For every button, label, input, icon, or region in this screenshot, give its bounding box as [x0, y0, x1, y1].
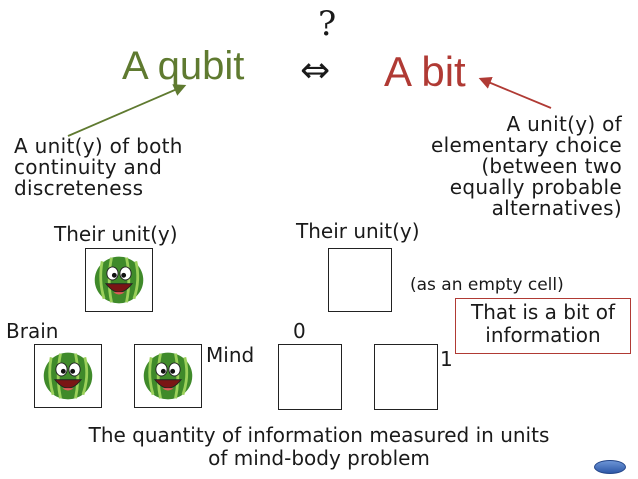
brain-label: Brain — [6, 319, 59, 343]
bit-description-line: elementary choice — [430, 133, 622, 157]
qubit-arrow — [67, 84, 187, 137]
equivalence-icon: ⇔ — [300, 50, 331, 91]
zero-label: 0 — [293, 319, 306, 343]
one-label: 1 — [440, 347, 453, 371]
qubit-description-line: discreteness — [14, 176, 144, 200]
footer-line: of mind-body problem — [208, 446, 430, 470]
bit-description-line: alternatives) — [491, 196, 622, 220]
footer-line: The quantity of information measured in … — [88, 423, 550, 447]
qubit-unity-label: Their unit(y) — [54, 222, 178, 246]
bit-description-line: A unit(y) of — [506, 112, 622, 136]
one-empty-cell — [374, 344, 438, 410]
bit-description: A unit(y) of elementary choice (between … — [431, 114, 622, 219]
bit-title: A bit — [384, 48, 466, 95]
qubit-description-line: continuity and — [14, 155, 163, 179]
qubit-description: A unit(y) of both continuity and discret… — [14, 136, 183, 199]
qubit-description-line: A unit(y) of both — [14, 134, 183, 158]
brain-watermelon-cell — [34, 344, 102, 408]
unity-watermelon-cell — [85, 248, 153, 312]
watermelon-icon — [94, 256, 144, 304]
nav-button-icon[interactable] — [594, 460, 626, 474]
unity-empty-cell — [328, 248, 392, 312]
mind-watermelon-cell — [134, 344, 202, 408]
footer-caption: The quantity of information measured in … — [0, 424, 638, 470]
empty-cell-note: (as an empty cell) — [410, 275, 564, 295]
watermelon-icon — [143, 352, 193, 400]
info-box-line: information — [485, 323, 601, 347]
mind-label: Mind — [206, 343, 255, 367]
bit-description-line: equally probable — [449, 175, 622, 199]
watermelon-icon — [43, 352, 93, 400]
question-mark: ? — [318, 4, 337, 44]
bit-arrow — [478, 77, 552, 109]
bit-description-line: (between two — [481, 154, 622, 178]
info-box-line: That is a bit of — [470, 300, 616, 324]
bit-information-box: That is a bit of information — [455, 298, 631, 354]
bit-unity-label: Their unit(y) — [296, 219, 420, 243]
qubit-title: A qubit — [122, 44, 245, 88]
zero-empty-cell — [278, 344, 342, 410]
